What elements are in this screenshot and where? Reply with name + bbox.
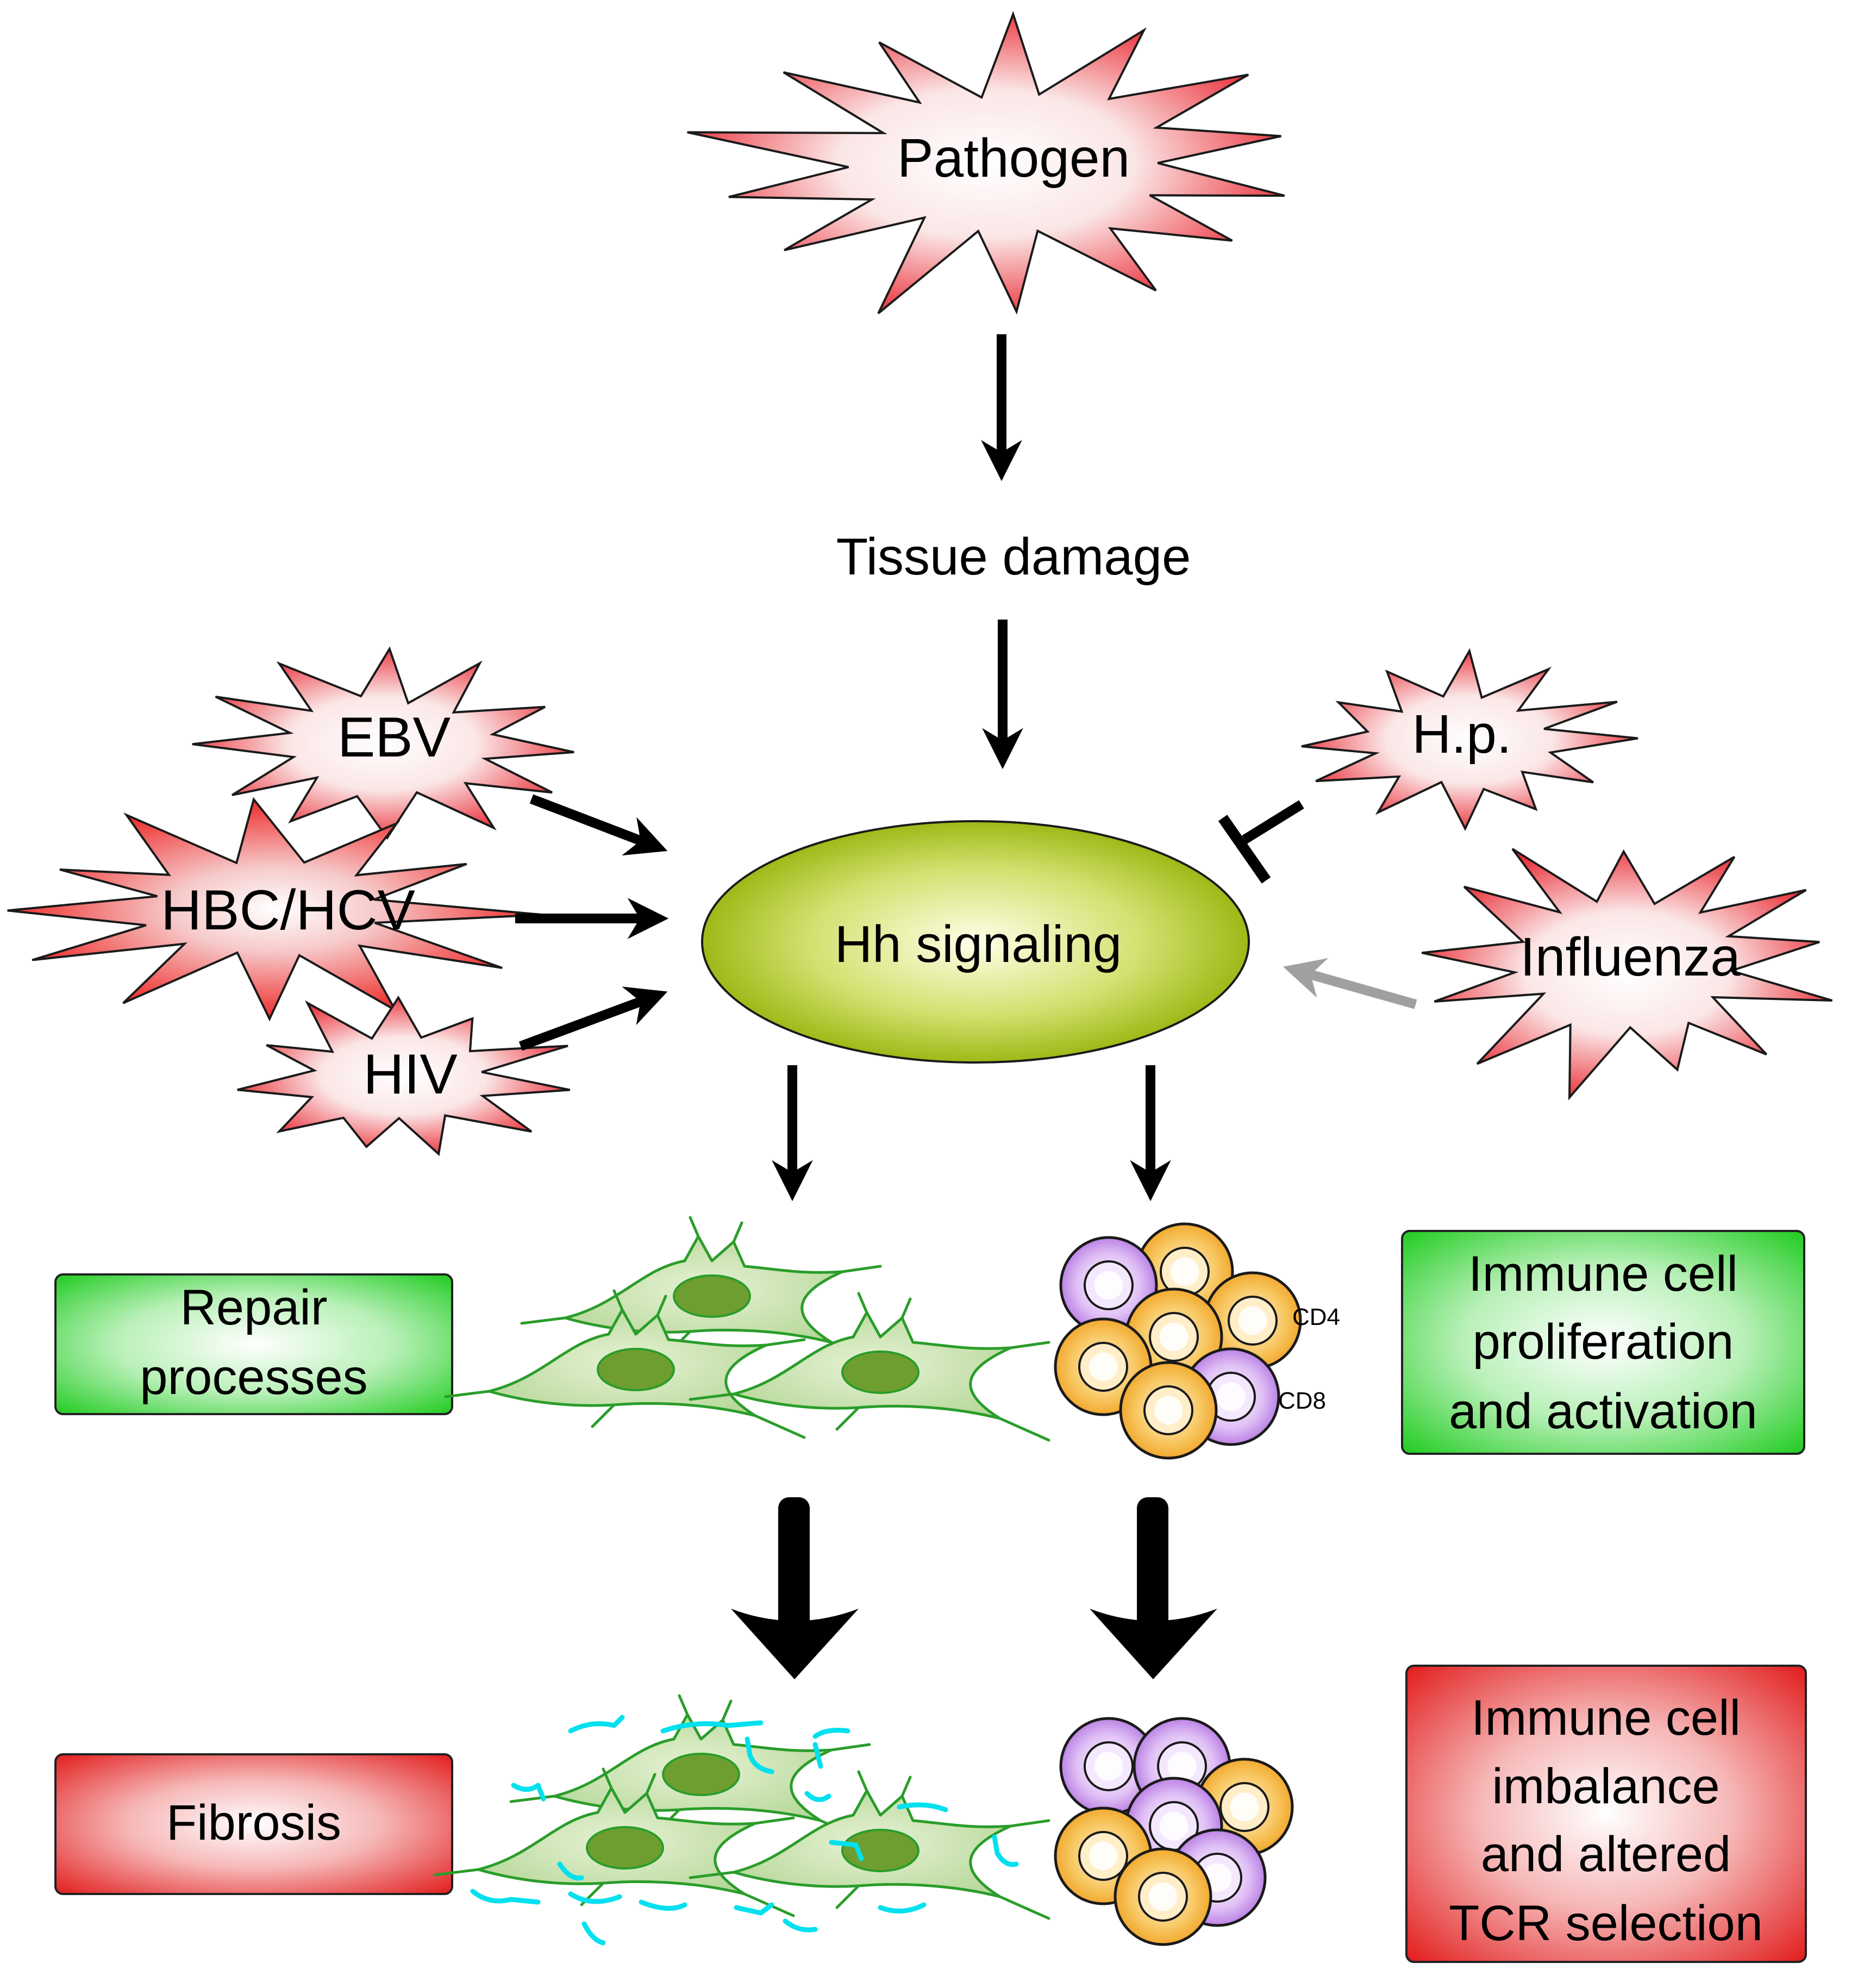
nucleus xyxy=(597,1348,675,1391)
ebv-starburst: EBV xyxy=(192,646,574,840)
collagen-fibre xyxy=(897,1802,948,1812)
collagen-fibre xyxy=(557,1861,584,1881)
collagen-fibre xyxy=(804,1791,831,1802)
arrow-hiv-to-hh xyxy=(518,986,668,1051)
fibrosis-box: Fibrosis xyxy=(54,1753,453,1895)
tissue-damage-label: Tissue damage xyxy=(836,528,1191,586)
arrow-ebv-to-hh xyxy=(529,794,668,856)
cd8-cell xyxy=(1059,1717,1158,1816)
collagen-fibre xyxy=(783,1918,818,1933)
repair-line-2: processes xyxy=(140,1349,367,1405)
fibroblast-cell xyxy=(433,1767,795,1917)
hh-signaling-label: Hh signaling xyxy=(835,915,1122,973)
collagen-fibre xyxy=(734,1902,774,1916)
nucleus xyxy=(586,1826,664,1870)
collagen-fibre xyxy=(878,1902,927,1914)
influenza-label: Influenza xyxy=(1520,927,1741,987)
hiv-label: HIV xyxy=(363,1043,457,1106)
influenza-starburst: Influenza xyxy=(1421,848,1833,1101)
fibrosis-line-1: Fibrosis xyxy=(166,1795,341,1851)
imbalance-line-4: TCR selection xyxy=(1449,1896,1763,1951)
cd8-cell xyxy=(1124,1777,1223,1876)
nucleus xyxy=(662,1753,740,1796)
pathogen-starburst: Pathogen xyxy=(687,11,1285,315)
inhibit-hp-to-hh xyxy=(1218,800,1304,884)
fibroblast-cell xyxy=(689,1292,1050,1442)
imbalance-line-1: Immune cell xyxy=(1471,1690,1741,1746)
hbc-hcv-label: HBC/HCV xyxy=(161,879,415,942)
collagen-fibre xyxy=(660,1720,764,1734)
nucleus xyxy=(841,1829,920,1872)
immune-line-2: proliferation xyxy=(1473,1314,1734,1370)
arrow-influenza-to-hh xyxy=(1283,958,1417,1009)
repair-line-1: Repair xyxy=(180,1280,327,1335)
fibroblast-group-fibrosis xyxy=(433,1694,1050,1920)
hp-starburst: H.p. xyxy=(1301,648,1638,832)
cd4-label: CD4 xyxy=(1292,1304,1340,1330)
hbc-hcv-starburst: HBC/HCV xyxy=(7,797,543,1022)
immune-line-3: and activation xyxy=(1449,1384,1757,1439)
imbalance-line-2: imbalance xyxy=(1492,1759,1719,1814)
collagen-fibre xyxy=(568,1891,622,1904)
thick-arrow-immune-to-imbalance xyxy=(1090,1497,1217,1679)
immune-cell-cluster-activated xyxy=(1054,1222,1302,1460)
nucleus xyxy=(673,1274,751,1318)
immune-cell-cluster-imbalanced xyxy=(1054,1717,1294,1946)
immune-line-1: Immune cell xyxy=(1468,1246,1738,1302)
collagen-fibre xyxy=(992,1834,1019,1867)
collagen-fibre xyxy=(639,1899,687,1911)
cd8-label: CD8 xyxy=(1278,1387,1326,1414)
collagen-fibres xyxy=(470,1715,1019,1946)
collagen-fibre xyxy=(745,1736,774,1774)
collagen-fibre xyxy=(568,1715,625,1734)
collagen-fibre xyxy=(470,1889,541,1905)
collagen-fibre xyxy=(829,1840,864,1861)
collagen-fibre xyxy=(581,1921,606,1946)
cd4-cell xyxy=(1114,1847,1212,1946)
thick-arrow-repair-to-fibrosis xyxy=(731,1497,859,1679)
immune-proliferation-box: Immune cell proliferation and activation xyxy=(1401,1230,1805,1455)
immune-imbalance-box: Immune cell imbalance and altered TCR se… xyxy=(1405,1665,1807,1963)
collagen-fibre xyxy=(812,1728,850,1739)
cd8-cell xyxy=(1059,1236,1158,1335)
fibroblast-cell xyxy=(509,1694,871,1844)
nucleus xyxy=(841,1351,920,1394)
hp-label: H.p. xyxy=(1412,704,1511,765)
cd4-cell xyxy=(1119,1361,1218,1460)
collagen-fibre xyxy=(812,1742,823,1769)
hiv-starburst: HIV xyxy=(237,995,571,1156)
imbalance-line-3: and altered xyxy=(1481,1827,1731,1882)
fibroblast-group-repair xyxy=(444,1216,1050,1442)
ebv-label: EBV xyxy=(337,706,451,769)
fibroblast-cell xyxy=(689,1770,1050,1920)
repair-processes-box: Repair processes xyxy=(54,1273,453,1415)
pathogen-label: Pathogen xyxy=(897,128,1130,189)
hh-signaling-node: Hh signaling xyxy=(701,820,1250,1064)
collagen-fibre xyxy=(511,1783,546,1802)
fibroblast-cell xyxy=(444,1289,806,1439)
